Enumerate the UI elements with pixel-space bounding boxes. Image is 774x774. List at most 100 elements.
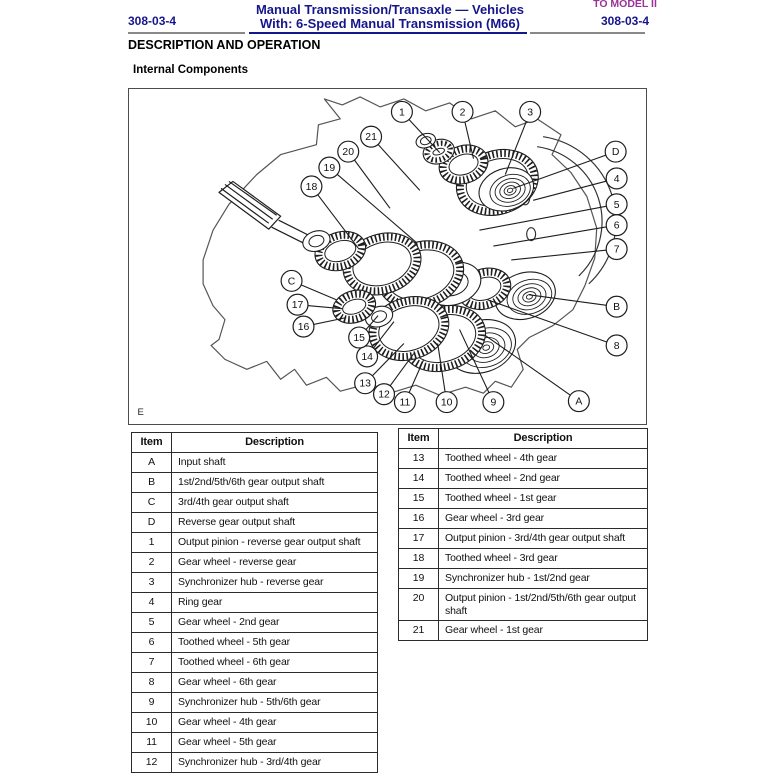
description-cell: 1st/2nd/5th/6th gear output shaft: [171, 472, 378, 493]
description-cell: Toothed wheel - 2nd gear: [438, 468, 648, 489]
table-header-row: Item Description: [398, 428, 648, 449]
callout-circle-15: [348, 326, 371, 349]
table-row: 14 Toothed wheel - 2nd gear: [398, 468, 648, 489]
item-cell: 20: [398, 588, 439, 621]
callout-label-12: 12: [378, 390, 390, 401]
item-cell: A: [131, 452, 172, 473]
gear: [302, 230, 331, 253]
item-cell: 11: [131, 732, 172, 753]
description-cell: Synchronizer hub - 1st/2nd gear: [438, 568, 648, 589]
callout-circle-2: [451, 100, 474, 123]
item-cell: 3: [131, 572, 172, 593]
callout-circle-A: [567, 390, 590, 413]
table-row: 10 Gear wheel - 4th gear: [131, 712, 378, 733]
gear: [332, 289, 377, 324]
callout-label-1: 1: [399, 107, 405, 118]
callout-label-16: 16: [298, 322, 310, 333]
callout-label-3: 3: [527, 107, 533, 118]
description-cell: Gear wheel - 6th gear: [171, 672, 378, 693]
leader-line-4: [532, 177, 617, 201]
item-cell: 10: [131, 712, 172, 733]
description-cell: Toothed wheel - 3rd gear: [438, 548, 648, 569]
callout-label-B: B: [613, 302, 620, 313]
leader-line-21: [370, 136, 421, 191]
callout-circle-B: [605, 295, 628, 318]
item-cell: 4: [131, 592, 172, 613]
figure-label: E: [137, 407, 143, 418]
item-table-right: Item Description 13 Toothed wheel - 4th …: [398, 428, 648, 641]
callout-label-14: 14: [361, 352, 373, 363]
leader-line-5: [479, 203, 617, 231]
item-cell: 19: [398, 568, 439, 589]
table-row: 6 Toothed wheel - 5th gear: [131, 632, 378, 653]
callout-circle-8: [605, 334, 628, 357]
gear: [478, 167, 535, 212]
leader-line-18: [311, 186, 359, 249]
table-row: 13 Toothed wheel - 4th gear: [398, 448, 648, 469]
table-row: 9 Synchronizer hub - 5th/6th gear: [131, 692, 378, 713]
callout-label-21: 21: [365, 132, 377, 143]
table-row: B 1st/2nd/5th/6th gear output shaft: [131, 472, 378, 493]
description-cell: Reverse gear output shaft: [171, 512, 378, 533]
leader-line-9: [459, 329, 494, 403]
description-cell: Output pinion - 1st/2nd/5th/6th gear out…: [438, 588, 648, 621]
leader-line-B: [529, 294, 617, 308]
callout-label-6: 6: [614, 221, 620, 232]
manual-title-line2: With: 6-Speed Manual Transmission (M66): [260, 16, 520, 31]
callout-label-19: 19: [324, 163, 336, 174]
description-cell: Synchronizer hub - reverse gear: [171, 572, 378, 593]
leader-line-6: [493, 224, 617, 247]
item-cell: 6: [131, 632, 172, 653]
callout-label-A: A: [575, 397, 582, 408]
item-cell: C: [131, 492, 172, 513]
table-row: 17 Output pinion - 3rd/4th gear output s…: [398, 528, 648, 549]
item-cell: 1: [131, 532, 172, 553]
callout-label-17: 17: [292, 300, 304, 311]
column-header-description: Description: [171, 432, 378, 453]
table-row: 7 Toothed wheel - 6th gear: [131, 652, 378, 673]
table-row: 1 Output pinion - reverse gear output sh…: [131, 532, 378, 553]
housing-outline: [202, 96, 598, 396]
section-heading: DESCRIPTION AND OPERATION: [128, 38, 321, 52]
callout-circle-7: [605, 238, 628, 261]
page-number-left: 308-03-4: [128, 14, 177, 28]
callout-circle-6: [605, 214, 628, 237]
callout-circle-C: [280, 269, 303, 292]
table-row: 19 Synchronizer hub - 1st/2nd gear: [398, 568, 648, 589]
callout-circle-13: [354, 372, 377, 395]
description-cell: Toothed wheel - 1st gear: [438, 488, 648, 509]
item-cell: 8: [131, 672, 172, 693]
description-cell: Toothed wheel - 5th gear: [171, 632, 378, 653]
callout-circle-18: [300, 175, 323, 198]
callout-label-4: 4: [614, 174, 620, 185]
description-cell: Gear wheel - 1st gear: [438, 620, 648, 641]
item-cell: 9: [131, 692, 172, 713]
callout-circle-10: [435, 391, 458, 414]
callout-label-11: 11: [399, 398, 410, 409]
item-cell: 13: [398, 448, 439, 469]
callout-label-2: 2: [460, 107, 466, 118]
callout-label-8: 8: [614, 341, 620, 352]
item-table-left: Item Description A Input shaft B 1st/2nd…: [131, 432, 378, 773]
callout-circle-21: [360, 125, 383, 148]
subsection-heading: Internal Components: [133, 64, 249, 76]
callout-label-20: 20: [342, 147, 354, 158]
gear: [415, 132, 437, 149]
callout-circle-17: [286, 293, 309, 316]
clutch-flange-arc: [542, 136, 617, 285]
item-cell: 21: [398, 620, 439, 641]
callout-circle-D: [604, 140, 627, 163]
clutch-flange-arc-inner: [537, 146, 603, 277]
callout-label-15: 15: [353, 333, 365, 344]
table-row: 12 Synchronizer hub - 3rd/4th gear: [131, 752, 378, 773]
callout-label-9: 9: [490, 398, 496, 409]
callout-circle-19: [318, 156, 341, 179]
model-index-link[interactable]: TO MODEL II: [593, 0, 657, 10]
table-row: 3 Synchronizer hub - reverse gear: [131, 572, 378, 593]
callout-circle-14: [356, 345, 379, 368]
callout-circle-12: [372, 383, 396, 406]
leader-line-A: [485, 335, 580, 402]
